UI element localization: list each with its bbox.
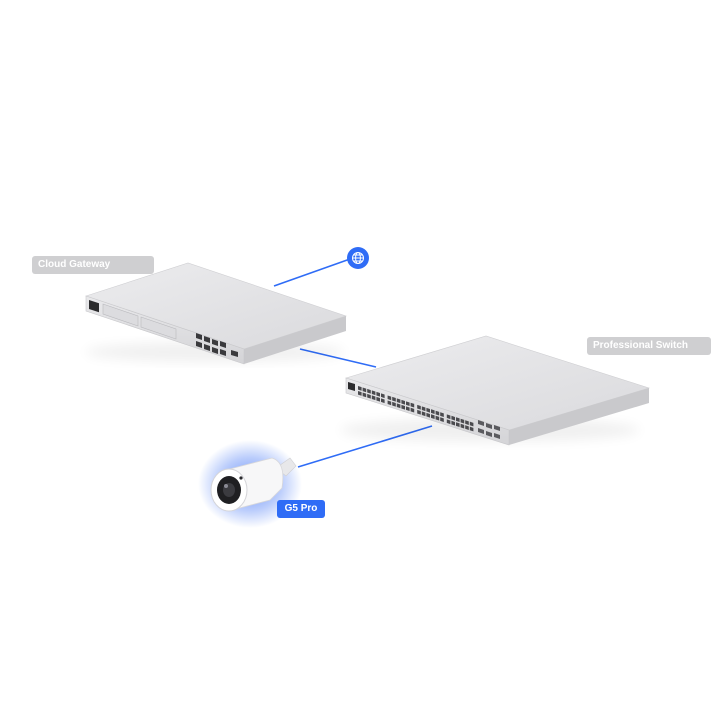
switch-port — [381, 398, 385, 404]
switch-port — [435, 410, 440, 416]
switch-port — [392, 396, 396, 402]
switch-port — [410, 402, 415, 408]
switch-port — [451, 420, 455, 426]
switch-port — [396, 403, 401, 409]
switch-port — [469, 426, 474, 432]
switch-port — [371, 390, 376, 396]
switch-port — [451, 415, 455, 421]
switch-port — [367, 388, 371, 394]
cloud-gateway-label: Cloud Gateway — [32, 256, 154, 274]
g5-pro-camera — [198, 440, 302, 528]
switch-port — [431, 409, 435, 415]
switch-port — [456, 422, 460, 428]
switch-port — [392, 401, 396, 407]
switch-sfp-ports — [478, 420, 500, 439]
switch-port — [358, 386, 362, 391]
switch-port — [469, 421, 474, 427]
switch-port — [446, 419, 451, 425]
switch-port — [376, 391, 380, 397]
professional-switch-label: Professional Switch — [587, 337, 711, 355]
switch-port — [446, 414, 451, 420]
gateway-ports — [196, 333, 238, 357]
switch-port — [362, 387, 367, 393]
switch-port — [396, 398, 401, 404]
g5-pro-label: G5 Pro — [277, 500, 325, 518]
link-gateway-internet — [273, 258, 351, 287]
cloud-gateway-device — [85, 262, 347, 365]
switch-port — [440, 417, 444, 422]
switch-port — [431, 414, 435, 420]
switch-port — [410, 407, 415, 413]
switch-port — [406, 401, 410, 407]
switch-port — [387, 400, 392, 406]
internet-badge — [347, 247, 369, 269]
switch-port — [358, 391, 362, 396]
switch-port — [406, 406, 410, 412]
switch-port — [401, 399, 405, 405]
switch-port — [387, 395, 392, 401]
switch-port — [460, 418, 465, 424]
switch-port — [465, 425, 469, 430]
switch-port — [426, 407, 430, 413]
switch-ports — [358, 386, 474, 432]
switch-port — [367, 393, 371, 399]
switch-port — [401, 404, 405, 410]
professional-switch-device — [340, 335, 651, 446]
switch-port — [435, 415, 440, 421]
switch-port — [456, 417, 460, 423]
switch-port — [371, 395, 376, 401]
globe-icon — [352, 252, 364, 264]
switch-port — [465, 420, 469, 425]
switch-port — [362, 392, 367, 398]
switch-port — [421, 406, 426, 412]
switch-port — [440, 412, 444, 417]
switch-port — [417, 409, 421, 415]
switch-port — [421, 411, 426, 417]
switch-port — [376, 396, 380, 402]
switch-port — [426, 412, 430, 418]
switch-port — [417, 404, 421, 410]
switch-port — [460, 423, 465, 429]
switch-port — [381, 393, 385, 399]
